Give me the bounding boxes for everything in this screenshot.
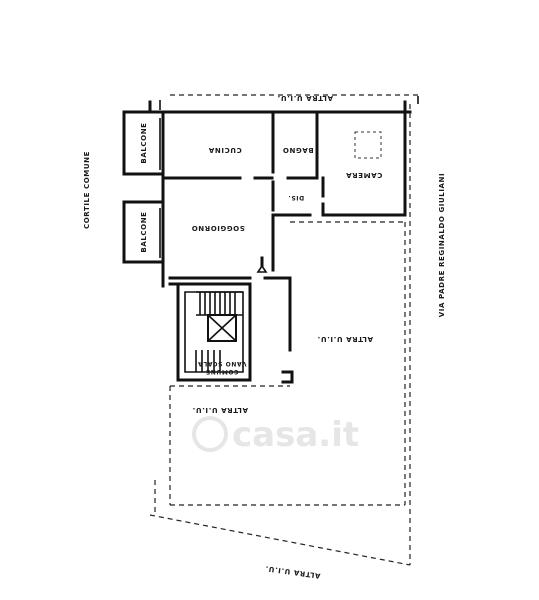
dis-label: DIS.: [288, 194, 304, 201]
vano-scala: VANO SCALA COMUNE: [168, 256, 294, 384]
cortile-comune-label: CORTILE COMUNE: [83, 151, 91, 229]
soggiorno-label: SOGGIORNO: [191, 224, 245, 232]
balcone-bottom: BALCONE: [122, 200, 162, 264]
via-label: VIA PADRE REGINALDO GIULIANI: [438, 173, 446, 317]
altra-left-lower-label: ALTRA U.I.U.: [192, 406, 248, 414]
watermark-text: casa.it: [232, 415, 359, 455]
shaft-outline: [354, 131, 382, 159]
altra-right-label: ALTRA U.I.U.: [317, 335, 373, 343]
balcone-top: BALCONE: [122, 110, 162, 176]
vano-scala-label-2: COMUNE: [205, 368, 238, 375]
watermark: casa.it: [192, 415, 359, 455]
bagno-label: BAGNO: [282, 146, 313, 154]
altra-top-label: ALTRA U.I.U.: [277, 94, 333, 102]
balcone-top-label: BALCONE: [140, 122, 148, 163]
altra-bottom-label: ALTRA U.I.U.: [264, 564, 320, 580]
apartment-walls: [148, 96, 419, 352]
altra-uiu-outlines: [149, 94, 418, 566]
cucina-label: CUCINA: [208, 146, 241, 154]
camera-label: CAMERA: [346, 171, 383, 179]
balcone-bottom-label: BALCONE: [140, 211, 148, 252]
vano-scala-label-1: VANO SCALA: [198, 360, 247, 367]
